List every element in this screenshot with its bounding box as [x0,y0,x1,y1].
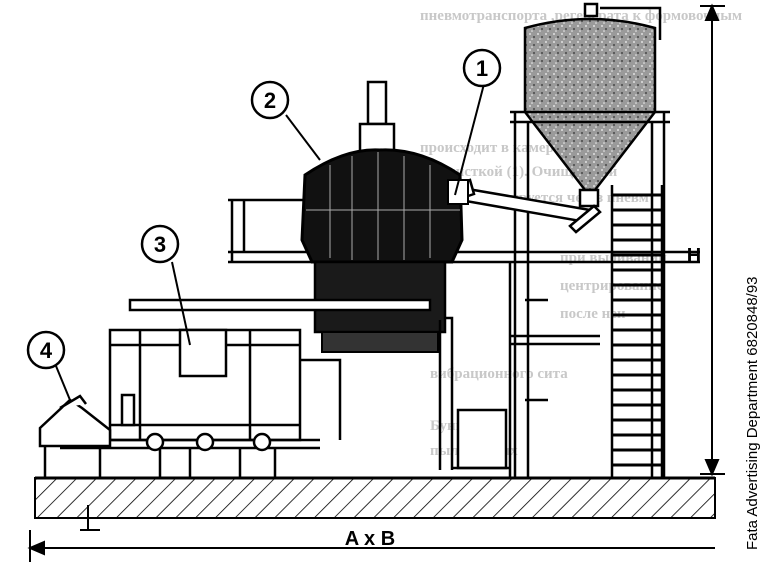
callout-1: 1 [462,48,502,88]
footprint-label: A x B [345,528,395,550]
footprint-dimension [27,505,715,562]
callout-3-label: 3 [154,232,166,257]
callout-3: 3 [140,224,180,264]
cooler-drum [60,298,432,478]
bg-text-line: происходит в камере [420,140,561,156]
callout-4-label: 4 [40,338,53,363]
access-ladder [610,185,664,478]
bg-text-line: после неи [560,306,626,322]
bg-text-line: пневмотранспорта ,регенерата к формовочн… [420,8,742,24]
height-dimension [700,3,725,477]
vertical-caption: Fata Advertising Department 6820848/93 [744,276,761,550]
callout-2: 2 [250,80,290,120]
height-label: H [687,245,701,267]
control-cabinet [452,408,510,470]
callout-4: 4 [26,330,66,370]
callout-2-label: 2 [264,88,276,113]
central-mixer [300,80,469,470]
floor-slab [34,476,716,519]
callout-leaders [55,83,485,401]
hopper-silo [510,2,670,478]
bg-text-line: вибрационного сита [430,366,568,382]
shakeout-feeder [38,394,112,478]
callout-1-label: 1 [476,56,488,81]
